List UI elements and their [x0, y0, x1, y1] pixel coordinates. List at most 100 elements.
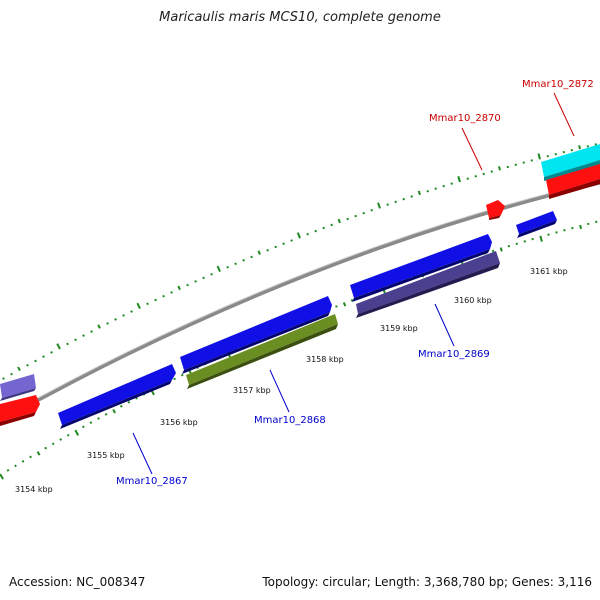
- ring-tick: [66, 433, 70, 437]
- ring-tick: [563, 229, 566, 232]
- gene-feature-mmar10-2869[interactable]: [356, 251, 500, 318]
- ring-tick: [579, 224, 583, 230]
- ring-tick: [51, 442, 55, 446]
- ring-tick: [442, 184, 445, 188]
- gene-feature-blue-mid[interactable]: [180, 296, 332, 374]
- ring-tick: [531, 237, 534, 241]
- gene-feature-mmar10-2872-cyan[interactable]: [541, 144, 600, 181]
- ring-tick: [337, 218, 341, 224]
- gene-label-mmar10-2868[interactable]: Mmar10_2868: [254, 415, 326, 426]
- gene-label-mmar10-2867[interactable]: Mmar10_2867: [116, 476, 188, 487]
- ring-tick: [506, 165, 509, 169]
- gene-label-mmar10-2872[interactable]: Mmar10_2872: [522, 79, 594, 90]
- ring-tick: [457, 176, 461, 183]
- ring-tick: [370, 208, 373, 212]
- tick-label: 3154 kbp: [15, 485, 53, 494]
- ring-tick: [112, 408, 116, 414]
- ring-tick: [490, 170, 493, 173]
- gene-feature-mmar10-2868[interactable]: [186, 314, 338, 389]
- ring-tick: [154, 298, 157, 302]
- ring-tick: [202, 276, 205, 280]
- gene-labels: Mmar10_2867 Mmar10_2868 Mmar10_2869 Mmar…: [116, 79, 594, 487]
- ring-tick: [266, 248, 269, 252]
- genome-backbone: [0, 180, 600, 424]
- inner-tick-ring: [0, 220, 598, 480]
- tick-label: 3159 kbp: [380, 324, 418, 333]
- ring-tick: [97, 324, 101, 329]
- gene-feature-mmar10-2872-red[interactable]: [546, 164, 600, 199]
- gene-feature-mmar10-2867[interactable]: [58, 364, 176, 429]
- gene-label-mmar10-2869[interactable]: Mmar10_2869: [418, 349, 490, 360]
- ring-tick: [89, 421, 93, 424]
- ring-tick: [578, 145, 581, 150]
- ring-tick: [106, 322, 109, 325]
- ring-tick: [56, 343, 61, 350]
- ring-tick: [10, 372, 13, 376]
- ring-tick: [354, 214, 357, 218]
- genome-summary-text: Topology: circular; Length: 3,368,780 bp…: [262, 575, 592, 589]
- ring-tick: [497, 166, 501, 171]
- ring-tick: [82, 334, 85, 337]
- ring-tick: [74, 429, 80, 436]
- ring-tick: [194, 280, 197, 283]
- ring-tick: [571, 226, 574, 230]
- ring-tick: [522, 161, 525, 164]
- ring-tick: [210, 272, 213, 276]
- ring-tick: [555, 231, 558, 234]
- tick-label: 3160 kbp: [454, 296, 492, 305]
- ring-tick: [42, 355, 45, 359]
- ring-tick: [2, 377, 5, 380]
- ring-tick: [234, 262, 237, 266]
- ring-tick: [514, 163, 517, 167]
- ring-tick: [170, 291, 173, 294]
- gene-feature-left-red[interactable]: [0, 395, 40, 426]
- ring-tick: [386, 203, 389, 206]
- ring-tick: [362, 211, 365, 215]
- ring-tick: [377, 202, 381, 209]
- ring-tick: [306, 232, 309, 236]
- gene-feature-blue-small[interactable]: [516, 211, 557, 238]
- ring-tick: [122, 314, 125, 317]
- gene-feature-blue-right[interactable]: [350, 234, 492, 302]
- map-title: Maricaulis maris MCS10, complete genome: [159, 10, 441, 25]
- ring-tick: [499, 247, 503, 252]
- ring-tick: [97, 417, 100, 420]
- ring-tick: [434, 187, 437, 190]
- tick-label: 3161 kbp: [530, 267, 568, 276]
- ring-tick: [104, 413, 108, 416]
- ring-tick: [335, 305, 338, 308]
- tick-label: 3157 kbp: [233, 386, 271, 395]
- gene-feature-mmar10-2870[interactable]: [486, 200, 505, 220]
- ring-tick: [59, 438, 63, 441]
- ring-tick: [216, 265, 221, 273]
- ring-tick: [402, 197, 405, 201]
- gene-label-mmar10-2870[interactable]: Mmar10_2870: [429, 113, 501, 124]
- ring-tick: [74, 338, 77, 342]
- ring-tick: [162, 294, 165, 298]
- ring-tick: [547, 233, 550, 236]
- ring-tick: [90, 330, 93, 333]
- label-connectors: [132, 92, 575, 475]
- ring-tick: [34, 359, 37, 363]
- ring-tick: [342, 302, 347, 307]
- tick-label: 3156 kbp: [160, 418, 198, 427]
- gene-feature-left-slate[interactable]: [0, 374, 36, 401]
- ring-tick: [290, 239, 293, 242]
- ring-tick: [6, 468, 10, 472]
- ring-tick: [186, 283, 189, 287]
- ring-tick: [130, 310, 133, 313]
- tick-labels: 3154 kbp 3155 kbp 3156 kbp 3157 kbp 3158…: [15, 267, 568, 494]
- ring-tick: [226, 265, 229, 269]
- ring-tick: [274, 245, 277, 249]
- ring-tick: [394, 200, 397, 204]
- ring-tick: [127, 400, 131, 404]
- ring-tick: [539, 235, 543, 242]
- ring-tick: [50, 351, 53, 354]
- ring-tick: [29, 455, 32, 459]
- ring-tick: [530, 159, 533, 162]
- ring-tick: [26, 363, 29, 367]
- ring-tick: [66, 342, 69, 346]
- ring-tick: [44, 446, 47, 450]
